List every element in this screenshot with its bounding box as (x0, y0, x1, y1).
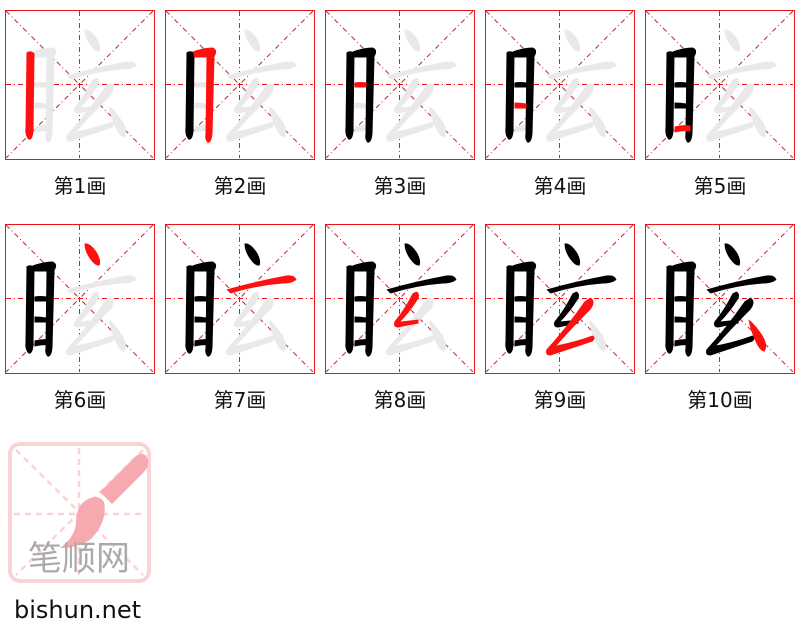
stroke-step-label: 第8画 (373, 388, 427, 412)
practice-grid-box (325, 10, 475, 160)
stroke-step-cell: 第1画 (5, 10, 155, 198)
practice-grid-box (485, 224, 635, 374)
character-stroke-icon (486, 225, 633, 372)
brush-logo-icon: 笔顺网 (8, 442, 151, 583)
stroke-step-label: 第9画 (533, 388, 587, 412)
stroke-step-cell: 第4画 (485, 10, 635, 198)
character-stroke-icon (6, 11, 153, 158)
practice-grid-box (485, 10, 635, 160)
practice-grid-box (5, 10, 155, 160)
character-stroke-icon (326, 225, 473, 372)
stroke-step-label: 第10画 (687, 388, 753, 412)
character-stroke-icon (646, 11, 793, 158)
stroke-step-cell: 第5画 (645, 10, 795, 198)
practice-grid-box (165, 224, 315, 374)
site-url: bishun.net (14, 596, 142, 624)
practice-grid-box (645, 10, 795, 160)
stroke-step-cell: 第10画 (645, 224, 795, 412)
stroke-step-cell: 第9画 (485, 224, 635, 412)
stroke-step-cell: 第3画 (325, 10, 475, 198)
bishun-logo: 笔顺网 (8, 442, 151, 583)
character-stroke-icon (326, 11, 473, 158)
stroke-step-label: 第1画 (53, 174, 107, 198)
stroke-step-label: 第5画 (693, 174, 747, 198)
character-stroke-icon (166, 11, 313, 158)
character-stroke-icon (6, 225, 153, 372)
stroke-step-label: 第2画 (213, 174, 267, 198)
stroke-step-label: 第7画 (213, 388, 267, 412)
practice-grid-box (5, 224, 155, 374)
stroke-step-label: 第6画 (53, 388, 107, 412)
stroke-step-label: 第3画 (373, 174, 427, 198)
stroke-step-cell: 第8画 (325, 224, 475, 412)
practice-grid-box (325, 224, 475, 374)
stroke-step-cell: 第2画 (165, 10, 315, 198)
character-stroke-icon (486, 11, 633, 158)
stroke-step-label: 第4画 (533, 174, 587, 198)
practice-grid-box (645, 224, 795, 374)
stroke-step-cell: 第6画 (5, 224, 155, 412)
stroke-step-cell: 第7画 (165, 224, 315, 412)
logo-text: 笔顺网 (28, 539, 130, 579)
character-stroke-icon (166, 225, 313, 372)
character-stroke-icon (646, 225, 793, 372)
practice-grid-box (165, 10, 315, 160)
